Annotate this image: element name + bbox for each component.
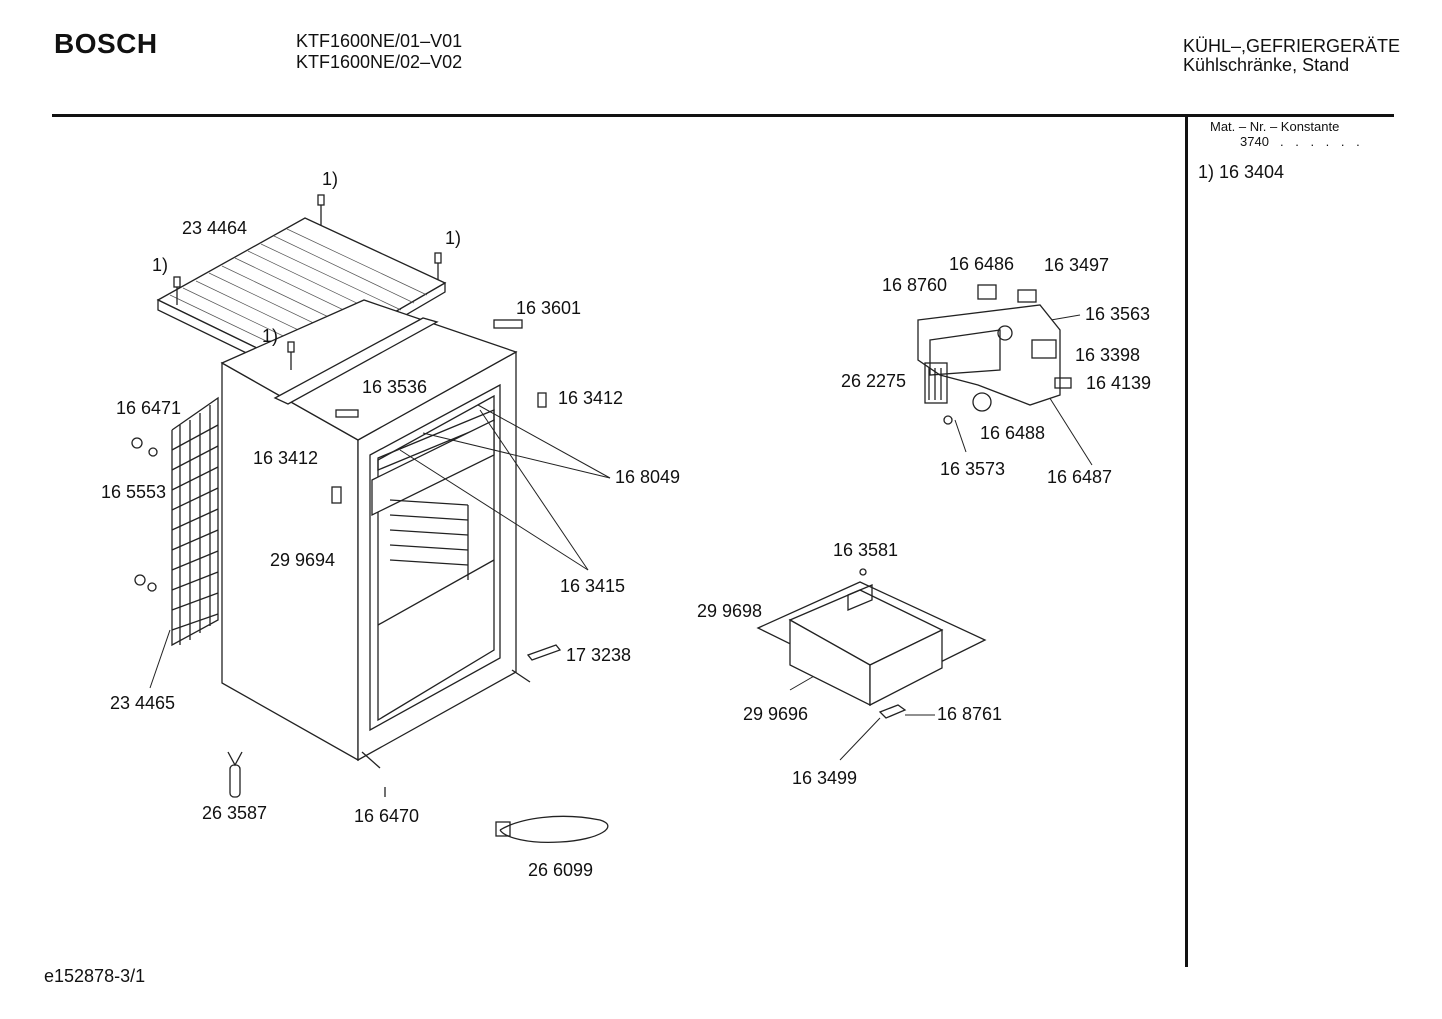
hinge-163412-left xyxy=(331,486,342,504)
trim-strip xyxy=(273,317,439,405)
label-168049: 16 8049 xyxy=(615,467,680,487)
label-164139: 16 4139 xyxy=(1086,373,1151,393)
label-166470: 16 6470 xyxy=(354,806,419,826)
label-168760: 16 8760 xyxy=(882,275,947,295)
foot-173238 xyxy=(526,644,562,661)
condenser-grid xyxy=(171,396,219,647)
sidebar-divider xyxy=(1185,116,1188,967)
label-299698: 29 9698 xyxy=(697,601,762,621)
label-262275: 26 2275 xyxy=(841,371,906,391)
label-163412-left: 16 3412 xyxy=(253,448,318,468)
label-173238: 17 3238 xyxy=(566,645,631,665)
label-163581: 16 3581 xyxy=(833,540,898,560)
label-163497: 16 3497 xyxy=(1044,255,1109,275)
label-note-1a: 1) xyxy=(322,169,338,189)
hinge-163412-right xyxy=(537,392,547,408)
sensor-263587 xyxy=(227,751,243,798)
label-163536: 16 3536 xyxy=(362,377,427,397)
footnote-1: 1) 16 3404 xyxy=(1198,162,1285,182)
label-163563: 16 3563 xyxy=(1085,304,1150,324)
screws xyxy=(131,194,442,797)
leader-lines xyxy=(149,314,1093,761)
model-number-2: KTF1600NE/02–V02 xyxy=(296,52,463,72)
crisper-drawer xyxy=(756,568,987,719)
label-168761: 16 8761 xyxy=(937,704,1002,724)
part-labels: 23 4464 1) 1) 1) 1) 16 3601 16 3536 16 3… xyxy=(101,169,1151,880)
label-163415: 16 3415 xyxy=(560,576,625,596)
label-note-1c: 1) xyxy=(152,255,168,275)
category-subtitle: Kühlschränke, Stand xyxy=(1183,55,1350,75)
cabinet-body xyxy=(220,299,531,769)
label-299696: 29 9696 xyxy=(743,704,808,724)
label-163601: 16 3601 xyxy=(516,298,581,318)
thermostat-housing xyxy=(917,284,1072,425)
label-299694: 29 9694 xyxy=(270,550,335,570)
category-title: KÜHL–,GEFRIERGERÄTE xyxy=(1183,36,1401,56)
label-163398: 16 3398 xyxy=(1075,345,1140,365)
label-234465: 23 4465 xyxy=(110,693,175,713)
model-number-1: KTF1600NE/01–V01 xyxy=(296,31,463,51)
label-163573: 16 3573 xyxy=(940,459,1005,479)
label-163412-right: 16 3412 xyxy=(558,388,623,408)
drawing-id: e152878-3/1 xyxy=(44,966,146,986)
label-234464: 23 4464 xyxy=(182,218,247,238)
header-divider xyxy=(52,114,1394,117)
mat-nr-constant: 3740 xyxy=(1240,134,1269,149)
label-166488: 16 6488 xyxy=(980,423,1045,443)
label-266099: 26 6099 xyxy=(528,860,593,880)
label-note-1b: 1) xyxy=(445,228,461,248)
mat-nr-title: Mat. – Nr. – Konstante xyxy=(1210,119,1340,134)
label-165553: 16 5553 xyxy=(101,482,166,502)
label-263587: 26 3587 xyxy=(202,803,267,823)
bracket-163601 xyxy=(493,319,523,329)
bracket-163536 xyxy=(335,409,359,418)
mat-nr-dots: . . . . . . xyxy=(1280,134,1364,149)
label-note-1d: 1) xyxy=(262,326,278,346)
label-166486: 16 6486 xyxy=(949,254,1014,274)
power-cord xyxy=(495,815,609,844)
brand-logo: BOSCH xyxy=(54,28,158,59)
label-166471: 16 6471 xyxy=(116,398,181,418)
label-163499: 16 3499 xyxy=(792,768,857,788)
label-166487: 16 6487 xyxy=(1047,467,1112,487)
